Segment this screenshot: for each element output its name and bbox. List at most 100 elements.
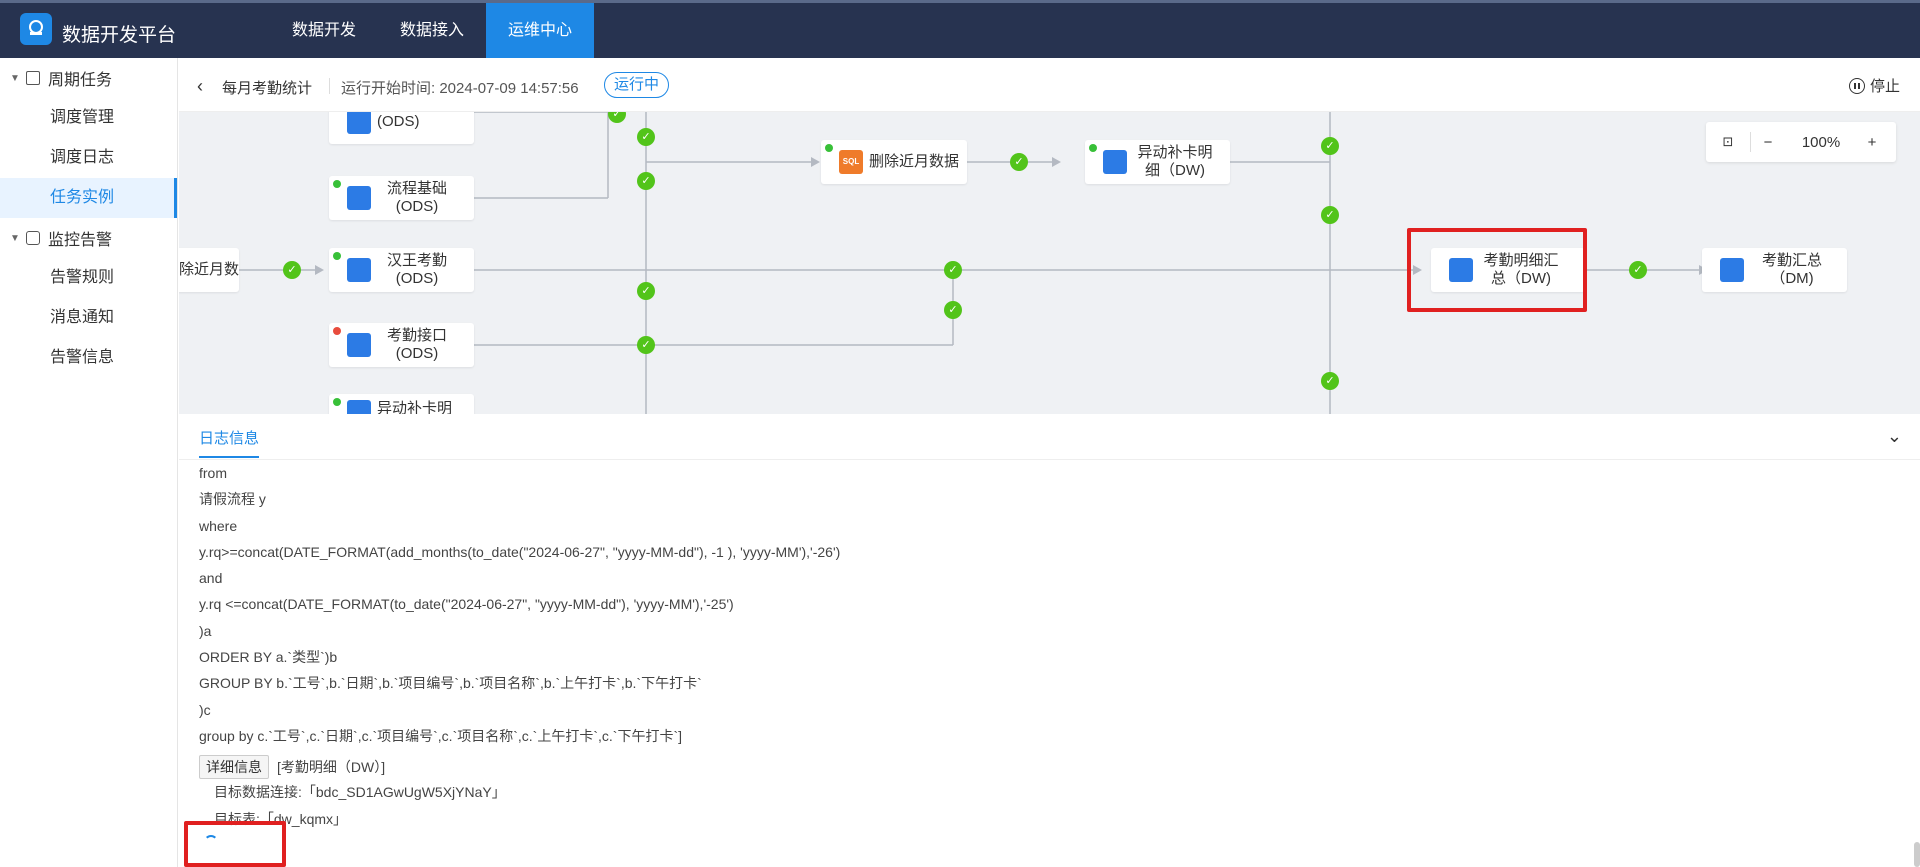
log-line: from	[199, 465, 227, 481]
status-dot-success	[333, 398, 341, 406]
check-circle-icon: ✓	[637, 282, 655, 300]
loading-spinner-icon	[204, 835, 218, 849]
sidebar-item-schedule-management[interactable]: 调度管理	[50, 109, 115, 126]
check-circle-icon: ✓	[1321, 206, 1339, 224]
log-line: y.rq>=concat(DATE_FORMAT(add_months(to_d…	[199, 543, 841, 560]
zoom-level: 100%	[1801, 133, 1841, 151]
back-arrow-icon[interactable]: ‹	[197, 76, 203, 96]
platform-logo-icon	[20, 13, 52, 45]
chevron-down-icon[interactable]: ⌄	[1886, 426, 1902, 446]
check-circle-icon: ✓	[283, 261, 301, 279]
status-dot-success	[1089, 144, 1097, 152]
top-bar: 数据开发平台 数据开发 数据接入 运维中心	[0, 0, 1920, 58]
top-nav: 数据开发 数据接入 运维中心	[270, 3, 595, 58]
node-label: 考勤接口 (ODS)	[386, 327, 447, 362]
status-dot-success	[825, 144, 833, 152]
calendar-icon	[26, 71, 40, 85]
dag-node-attendance-detail-summary[interactable]: 考勤明细汇总（DW)	[1431, 248, 1585, 292]
scrollbar[interactable]	[1914, 842, 1920, 867]
log-panel: 日志信息 ⌄ from 请假流程 y where y.rq>=concat(DA…	[179, 414, 1920, 867]
zoom-in-icon[interactable]: +	[1867, 133, 1877, 151]
zoom-out-icon[interactable]: −	[1763, 133, 1773, 151]
sidebar-item-schedule-log[interactable]: 调度日志	[50, 149, 115, 166]
log-line: 请假流程 y	[199, 491, 266, 508]
caret-down-icon: ▼	[10, 232, 20, 244]
sidebar-group-monitoring-alerts[interactable]: ▼ 监控告警	[0, 218, 177, 258]
nav-data-ingestion[interactable]: 数据接入	[400, 22, 465, 39]
fit-view-icon[interactable]: ⊡	[1722, 134, 1734, 149]
stop-button[interactable]: 停止	[1848, 75, 1900, 96]
node-label: (ODS)	[377, 113, 420, 130]
tab-log-info[interactable]: 日志信息	[199, 427, 260, 458]
check-circle-icon: ✓	[1010, 153, 1028, 171]
log-line: ORDER BY a.`类型`)b	[199, 649, 338, 666]
detail-info-button[interactable]: 详细信息	[199, 755, 269, 780]
check-circle-icon: ✓	[944, 261, 962, 279]
status-dot-success	[333, 252, 341, 260]
node-label: 汉王考勤 (ODS)	[386, 252, 447, 287]
dag-node-process-base[interactable]: 流程基础 (ODS)	[329, 176, 474, 220]
dag-node-change-card-detail[interactable]: 异动补卡明细（DW)	[1085, 140, 1230, 184]
node-label: 考勤明细汇总（DW)	[1483, 252, 1559, 287]
check-circle-icon: ✓	[637, 336, 655, 354]
node-label: 异动补卡明	[377, 400, 453, 414]
target-table: 目标表:「dw_kqmx」	[214, 811, 348, 828]
dag-node-attendance-summary[interactable]: 考勤汇总（DM)	[1702, 248, 1847, 292]
sync-task-icon	[347, 112, 371, 134]
sync-task-icon	[347, 186, 371, 210]
sync-task-icon	[1103, 150, 1127, 174]
transform-task-icon	[1720, 258, 1744, 282]
dag-node-delete-recent-month[interactable]: 除近月数	[179, 248, 239, 292]
log-tabs: 日志信息 ⌄	[179, 414, 1920, 460]
status-dot-success	[333, 180, 341, 188]
status-badge: 运行中	[604, 72, 670, 98]
node-label: 流程基础 (ODS)	[386, 180, 447, 215]
sidebar-item-alert-rules[interactable]: 告警规则	[50, 269, 115, 286]
dag-canvas[interactable]: (ODS) 流程基础 (ODS) 除近月数 汉王考勤 (ODS) 考勤接口 (O…	[179, 112, 1920, 414]
sql-icon: SQL	[839, 150, 863, 174]
monitor-icon	[26, 231, 40, 245]
node-label: 除近月数	[179, 261, 240, 278]
node-label: 删除近月数据	[869, 153, 960, 170]
sidebar-item-alert-info[interactable]: 告警信息	[50, 349, 115, 366]
dag-node-ods[interactable]: (ODS)	[329, 112, 474, 144]
sidebar-group-periodic-tasks[interactable]: ▼ 周期任务	[0, 58, 177, 98]
detail-text: [考勤明细（DW）]	[277, 759, 386, 776]
sidebar-group-label: 周期任务	[48, 72, 113, 89]
check-circle-icon: ✓	[637, 172, 655, 190]
check-circle-icon: ✓	[1629, 261, 1647, 279]
instance-header: ‹ 每月考勤统计 运行开始时间: 2024-07-09 14:57:56 运行中…	[179, 58, 1920, 112]
dag-node-delete-recent-data[interactable]: SQL 删除近月数据	[821, 140, 967, 184]
log-line: where	[199, 517, 238, 534]
pause-icon	[1848, 77, 1865, 94]
check-circle-icon: ✓	[608, 112, 626, 123]
sync-task-icon	[347, 400, 371, 414]
sidebar-item-notifications[interactable]: 消息通知	[50, 309, 115, 326]
dag-edges	[209, 112, 1708, 414]
check-circle-icon: ✓	[944, 301, 962, 319]
dag-node-attendance-api[interactable]: 考勤接口 (ODS)	[329, 323, 474, 367]
log-line: )c	[199, 701, 211, 718]
log-line: and	[199, 570, 223, 587]
run-start-time: 运行开始时间: 2024-07-09 14:57:56	[341, 80, 579, 97]
target-connection: 目标数据连接:「bdc_SD1AGwUgW5XjYNaY」	[214, 784, 506, 801]
divider	[329, 78, 330, 94]
log-line: GROUP BY b.`工号`,b.`日期`,b.`项目编号`,b.`项目名称`…	[199, 675, 702, 692]
dag-node-hanwang-attendance[interactable]: 汉王考勤 (ODS)	[329, 248, 474, 292]
highlight-box	[1407, 228, 1587, 312]
status-dot-failed	[333, 327, 341, 335]
check-circle-icon: ✓	[637, 128, 655, 146]
sync-task-icon	[347, 333, 371, 357]
transform-task-icon	[1449, 258, 1473, 282]
log-content: from 请假流程 y where y.rq>=concat(DATE_FORM…	[179, 460, 1920, 833]
log-line: y.rq <=concat(DATE_FORMAT(to_date("2024-…	[199, 596, 734, 613]
task-name: 每月考勤统计	[222, 80, 313, 97]
nav-ops-center[interactable]: 运维中心	[486, 3, 595, 58]
check-circle-icon: ✓	[1321, 372, 1339, 390]
node-label: 异动补卡明细（DW)	[1137, 144, 1213, 179]
nav-data-development[interactable]: 数据开发	[292, 22, 357, 39]
sidebar-item-task-instance[interactable]: 任务实例	[0, 178, 177, 218]
dag-node-change-card[interactable]: 异动补卡明	[329, 394, 474, 414]
node-label: 考勤汇总（DM)	[1761, 252, 1822, 287]
sync-task-icon	[347, 258, 371, 282]
